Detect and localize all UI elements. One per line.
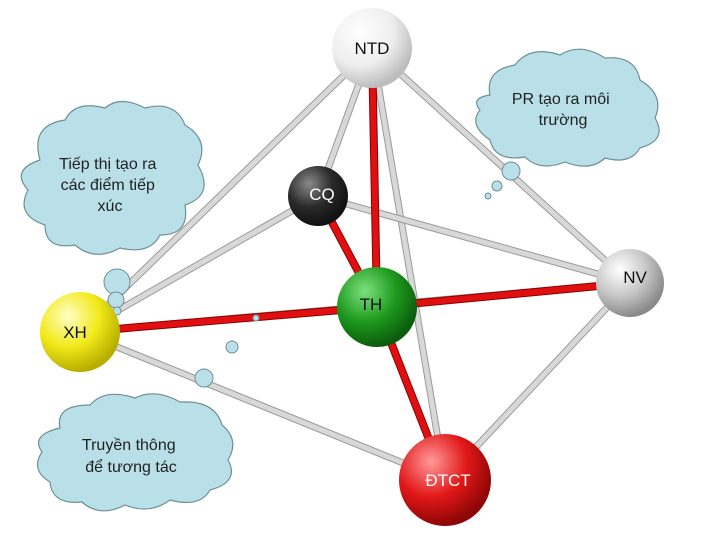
callout-line: PR tạo ra môi	[512, 91, 610, 108]
node-dtct	[399, 434, 491, 526]
node-nv	[596, 249, 664, 317]
gray-link-xh-dtct	[77, 329, 448, 483]
gray-link-ntd-nv	[369, 45, 633, 286]
node-cq	[288, 166, 348, 226]
cloud-bubble	[484, 192, 492, 200]
callout-communication: Truyền thông để tương tác	[36, 314, 260, 512]
callout-line: xúc	[98, 198, 123, 215]
cloud-shape	[475, 48, 660, 167]
node-label-th: TH	[360, 295, 383, 314]
red-link-xh-th	[77, 304, 380, 335]
node-label-dtct: ĐTCT	[425, 471, 470, 490]
callout-line: Truyền thông	[82, 437, 176, 454]
node-label-ntd: NTD	[355, 39, 390, 58]
callout-marketing: Tiếp thị tạo ra các điểm tiếp xúc	[20, 100, 205, 316]
node-label-xh: XH	[63, 323, 87, 342]
red-link-ntd-th	[369, 45, 380, 310]
cloud-bubble	[501, 161, 521, 181]
cloud-bubble	[491, 180, 503, 192]
cloud-shape	[36, 393, 234, 512]
cloud-bubble	[107, 291, 125, 309]
callout-line: các điểm tiếp	[61, 176, 155, 194]
callout-pr: PR tạo ra môi trường	[475, 48, 660, 200]
cloud-bubble	[103, 268, 131, 296]
node-th	[337, 267, 417, 347]
gray-link-ntd-dtct	[369, 45, 448, 483]
node-label-nv: NV	[623, 268, 647, 287]
red-link-th-nv	[374, 280, 633, 310]
callout-marketing-text: Tiếp thị tạo ra các điểm tiếp xúc	[59, 156, 161, 215]
cloud-bubble	[194, 368, 214, 388]
callout-line: để tương tác	[85, 458, 176, 476]
cloud-shape	[20, 100, 205, 255]
gray-link-cq-nv	[315, 193, 633, 286]
callout-line: Tiếp thị tạo ra	[59, 156, 156, 173]
callout-pr-text: PR tạo ra môi trường	[512, 91, 614, 129]
node-ntd	[332, 8, 412, 88]
node-label-cq: CQ	[309, 185, 335, 204]
callout-line: trường	[539, 112, 588, 129]
cloud-bubble	[225, 340, 239, 354]
node-xh	[40, 292, 120, 372]
nodes: NTD CQ NV TH XH ĐTCT	[40, 8, 664, 526]
callout-communication-text: Truyền thông để tương tác	[82, 437, 180, 476]
cloud-bubble	[252, 314, 260, 322]
